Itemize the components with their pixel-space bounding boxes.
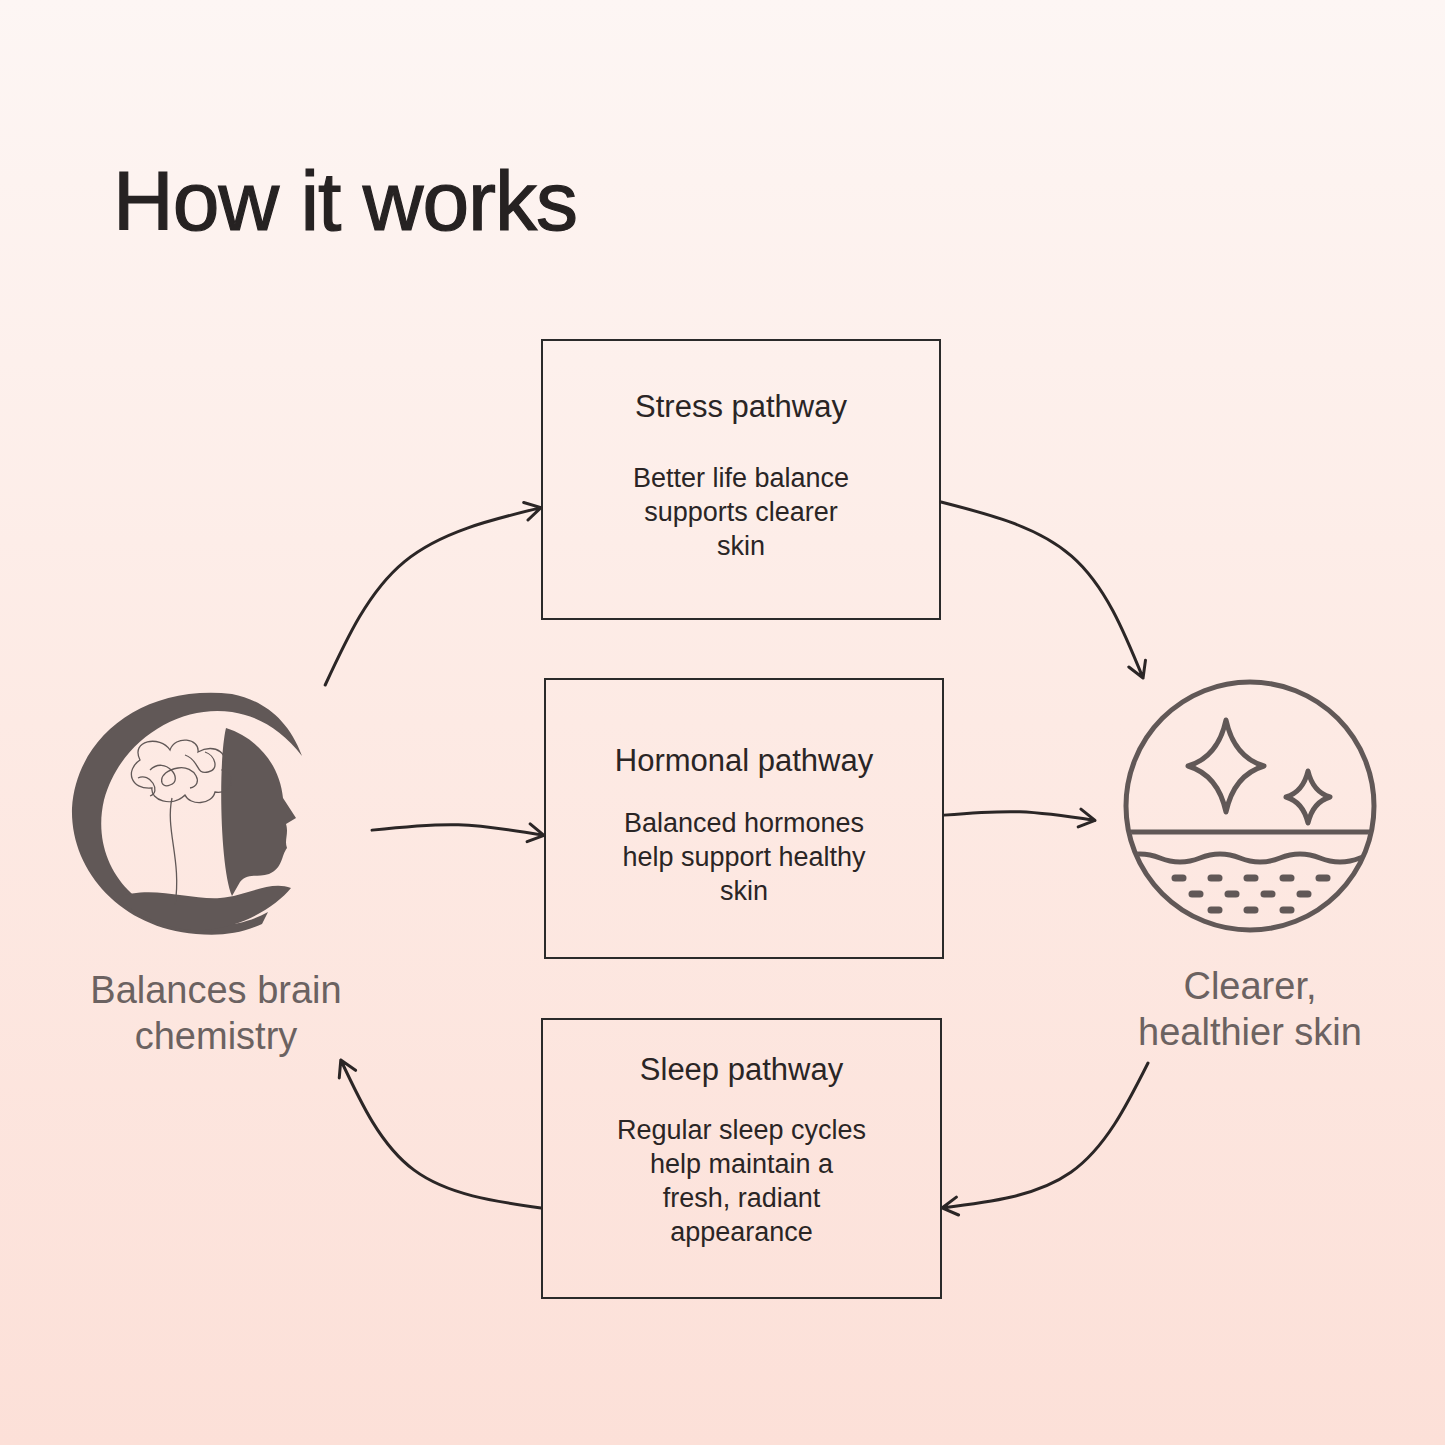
- skin-icon-ring: [1126, 682, 1374, 930]
- box-body: Balanced hormones help support healthy s…: [621, 806, 867, 908]
- flow-arrow: [372, 824, 544, 842]
- skin-surface: [1120, 830, 1380, 835]
- box-heading: Sleep pathway: [543, 1050, 940, 1090]
- flow-arrow: [339, 1060, 541, 1208]
- skin-pores: [1175, 878, 1327, 910]
- icon-label: Balances brain chemistry: [81, 967, 351, 1059]
- sparkle-large: [1188, 720, 1264, 812]
- sparkle-small: [1286, 771, 1330, 823]
- box-body: Regular sleep cycles help maintain a fre…: [615, 1113, 869, 1249]
- pathway-box: Sleep pathwayRegular sleep cycles help m…: [541, 1018, 942, 1299]
- pathway-box: Hormonal pathwayBalanced hormones help s…: [544, 678, 944, 959]
- box-heading: Hormonal pathway: [546, 741, 942, 781]
- skin-wave: [1120, 854, 1400, 862]
- box-body: Better life balance supports clearer ski…: [629, 461, 854, 563]
- skin-icon: [1120, 682, 1400, 930]
- icon-node: Clearer, healthier skin: [1095, 678, 1405, 1063]
- diagram-title: How it works: [113, 159, 577, 243]
- crescent-shape: [72, 693, 302, 935]
- pathway-box: Stress pathwayBetter life balance suppor…: [541, 339, 941, 620]
- flow-arrow: [944, 809, 1095, 827]
- icon-label: Clearer, healthier skin: [1135, 963, 1365, 1055]
- box-heading: Stress pathway: [543, 387, 939, 427]
- hand-shape: [116, 886, 291, 930]
- brain-icon: [72, 693, 302, 935]
- icon-node: Balances brain chemistry: [60, 685, 372, 1060]
- flow-arrow: [941, 502, 1145, 678]
- face-profile: [221, 728, 296, 896]
- flow-arrow: [942, 1063, 1148, 1215]
- flow-arrow: [325, 503, 541, 685]
- brain-scribble: [131, 740, 231, 905]
